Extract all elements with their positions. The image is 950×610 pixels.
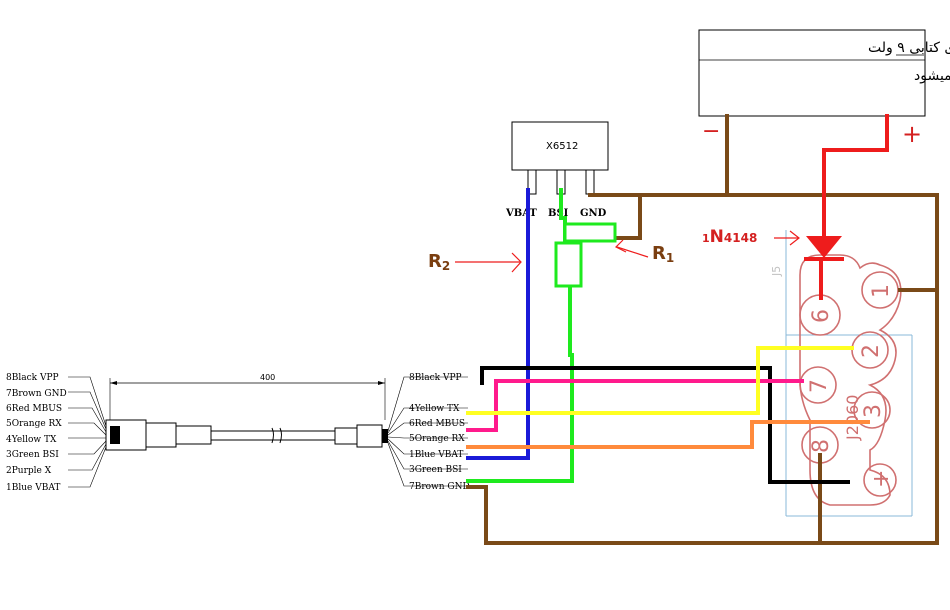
regulator-pin-vbat (527, 169, 537, 195)
battery-plus-sign: + (902, 120, 922, 148)
battery-box-frame (698, 29, 926, 117)
regulator: X6512 VBAT BSI GND (505, 121, 609, 219)
wire-brown-gnd (466, 114, 939, 545)
r2-sub: 2 (442, 259, 450, 273)
connector-pin-number: + (869, 470, 894, 488)
left-pin-label: 5Orange RX (6, 419, 62, 429)
right-pin-label: 7Brown GND (409, 482, 470, 492)
battery-box-line1: جا باطری کتابی ۹ ولت (868, 40, 950, 56)
regulator-part-label: X6512 (546, 141, 578, 152)
resistor-r2-body (554, 241, 583, 288)
connector-pin-number: 3 (861, 404, 886, 418)
resistor-r1 (563, 222, 617, 243)
r2-label: R2 (428, 251, 450, 273)
r1-label: R1 (652, 243, 674, 265)
regulator-body (511, 121, 609, 171)
diode-n: N (710, 227, 724, 247)
resistor-r1-body (563, 222, 617, 243)
phone-connector: J5 1 2 3 6 7 8 + J2060 (770, 230, 913, 517)
connector-pin-number: 8 (809, 439, 834, 453)
right-plug-body (356, 424, 383, 448)
right-pin-label: 5Orange RX (409, 434, 465, 444)
r2-arrow-head (511, 252, 522, 273)
right-pin-label: 4Yellow TX (409, 404, 460, 414)
battery-box-line2: در کابلهای جدید استفاده نمیشود (914, 68, 950, 84)
left-pin-label: 7Brown GND (6, 389, 67, 399)
diode-number: 4148 (724, 231, 757, 245)
left-pin-label: 1Blue VBAT (6, 483, 60, 493)
cable-break-marks (271, 427, 282, 444)
regulator-pin-label: VBAT (505, 208, 537, 219)
right-fanout-lines (387, 376, 468, 487)
diode-1n4148: 1N4148 (702, 227, 844, 261)
connector-guide-lines (785, 230, 913, 517)
r1-sub: 1 (666, 251, 674, 265)
connector-pin-number: 2 (859, 344, 884, 358)
left-plug-pins (110, 426, 120, 444)
right-pin-label: 8Black VPP (409, 373, 462, 383)
right-pin-label: 6Red MBUS (409, 419, 465, 429)
battery-minus-sign: − (702, 119, 720, 144)
left-plug-shell (145, 422, 177, 448)
right-strain-relief (334, 427, 358, 445)
connector-pin-number: 7 (807, 379, 832, 393)
wire-black-vpp (480, 366, 850, 484)
regulator-pin-label: GND (580, 208, 607, 219)
r1-arrow-line (616, 246, 649, 258)
diode-arrow-head (789, 230, 800, 246)
connector-outline (799, 254, 902, 506)
dimension-arrow-left (110, 381, 117, 385)
cable-illustration: 400 (6, 373, 470, 493)
wire-yellow-tx (466, 346, 854, 415)
connector-pin-number: 6 (809, 309, 834, 323)
wire-blue-vbat (466, 188, 530, 460)
left-pin-label: 8Black VPP (6, 373, 59, 383)
regulator-pin-label: BSI (548, 208, 569, 219)
cable-length-label: 400 (260, 373, 275, 382)
r1-callout: R1 (614, 239, 674, 265)
left-pin-label: 4Yellow TX (6, 435, 57, 445)
wires (466, 114, 939, 545)
connector-pin-numbers: 1 2 3 6 7 8 + (807, 284, 894, 488)
resistor-r2 (554, 241, 583, 288)
left-pin-label: 6Red MBUS (6, 404, 62, 414)
left-fanout-lines (68, 376, 107, 488)
connector-part-label: J2060 (843, 395, 862, 441)
wire-orange-rx (466, 420, 870, 449)
battery-box: جا باطری کتابی ۹ ولت در کابلهای جدید است… (698, 29, 950, 148)
right-plug-pins (382, 429, 388, 443)
r1-letter: R (652, 243, 666, 264)
diode-body (806, 236, 842, 258)
right-pin-label: 3Green BSI (409, 465, 462, 475)
diode-prefix: 1 (702, 232, 710, 245)
dimension-arrow-right (378, 381, 385, 385)
r1-arrow-head (614, 239, 627, 253)
connector-top-label: J5 (770, 266, 783, 277)
r2-callout: R2 (428, 251, 522, 273)
left-pin-label: 2Purple X (6, 466, 52, 476)
diode-label: 1N4148 (702, 227, 757, 247)
connector-pin-number: 1 (869, 284, 894, 298)
regulator-pin-gnd (585, 169, 595, 195)
r2-letter: R (428, 251, 442, 272)
left-pin-label: 3Green BSI (6, 450, 59, 460)
left-strain-relief (175, 425, 212, 445)
wire-red-plus (819, 114, 889, 300)
wire-magenta-mbus (466, 379, 804, 432)
right-pin-label: 1Blue VBAT (409, 450, 463, 460)
wire-green-bsi (466, 188, 574, 483)
